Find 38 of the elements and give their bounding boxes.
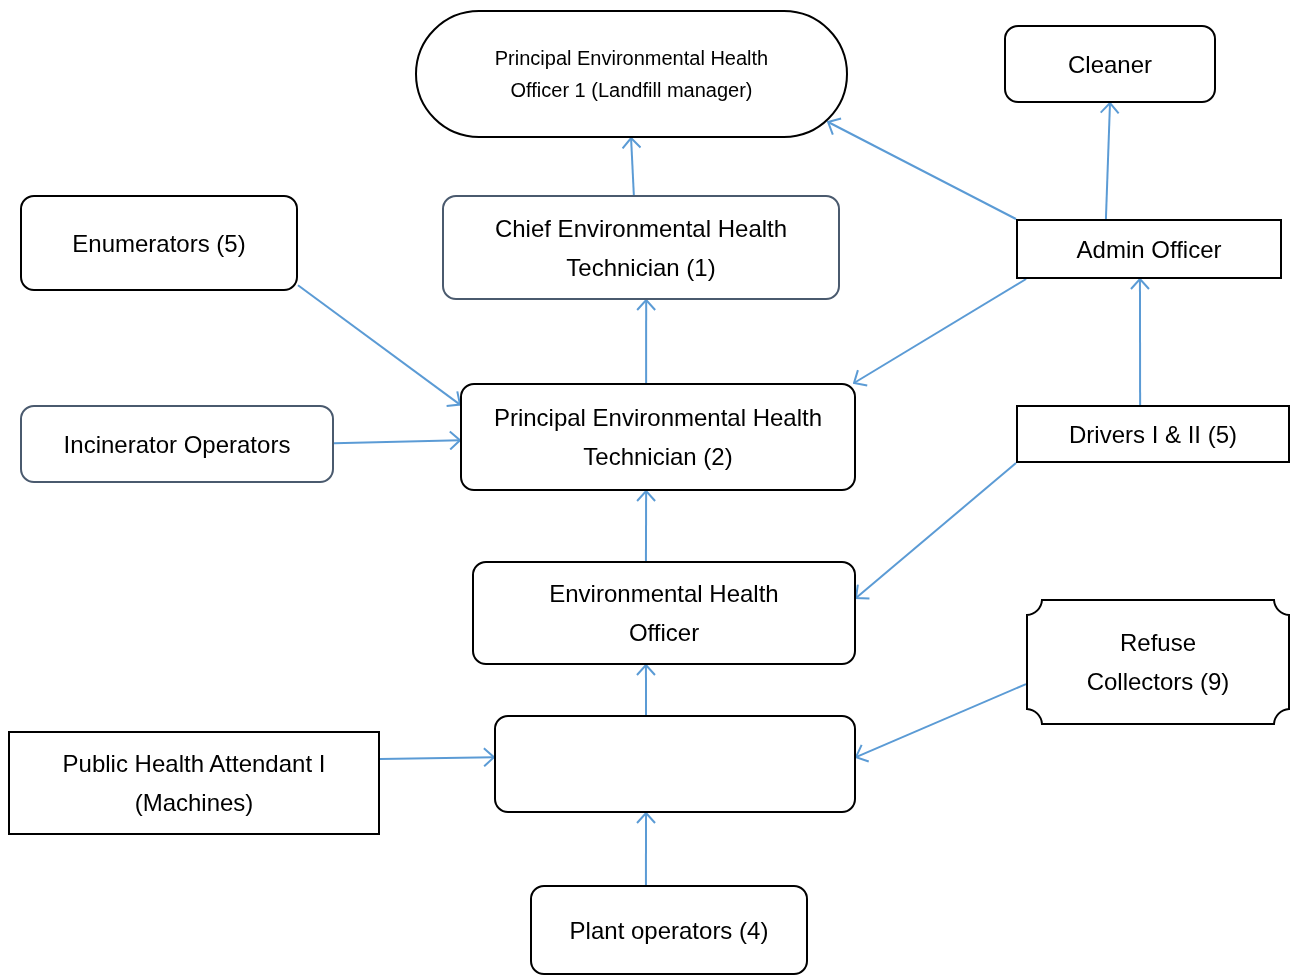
role-box xyxy=(20,195,298,291)
role-box xyxy=(1016,405,1290,463)
role-label: Cleaner xyxy=(1066,49,1153,80)
role-box xyxy=(460,383,856,491)
arrow xyxy=(333,430,461,451)
role-label: Environmental Health Officer xyxy=(548,579,780,648)
arrow xyxy=(853,278,1028,387)
arrow xyxy=(635,664,656,716)
arrow xyxy=(636,812,656,886)
arrow xyxy=(636,299,657,384)
arrow xyxy=(621,137,642,196)
role-label: Principal Environmental Health Technician (2) xyxy=(492,403,824,472)
role-box xyxy=(530,885,808,975)
arrow xyxy=(855,462,1017,600)
arrow xyxy=(827,117,1017,220)
role-box xyxy=(442,195,840,300)
arrow xyxy=(855,683,1027,763)
role-label: Chief Environmental Health Technician (1) xyxy=(493,213,789,283)
role-label: Drivers I & II (5) xyxy=(1068,419,1238,450)
role-box xyxy=(1004,25,1216,103)
arrow xyxy=(1129,278,1150,406)
role-box xyxy=(1016,219,1282,279)
role-label: Incinerator Operators xyxy=(62,429,292,460)
arrow xyxy=(1099,102,1120,220)
arrow xyxy=(379,747,495,768)
arrow xyxy=(297,284,461,407)
role-box xyxy=(1026,599,1290,725)
role-box xyxy=(472,561,856,665)
role-label: Principal Environmental Health Officer 1 (Landfill manager) xyxy=(493,46,770,103)
role-box xyxy=(20,405,334,483)
empty-box xyxy=(494,715,856,813)
role-label: Refuse Collectors (9) xyxy=(1085,628,1231,697)
role-label: Plant operators (4) xyxy=(568,915,770,946)
arrow xyxy=(636,490,657,562)
role-box xyxy=(8,731,380,835)
role-label: Admin Officer xyxy=(1075,234,1223,265)
role-label: Enumerators (5) xyxy=(71,228,247,259)
role-label: Public Health Attendant I (Machines) xyxy=(61,749,327,818)
